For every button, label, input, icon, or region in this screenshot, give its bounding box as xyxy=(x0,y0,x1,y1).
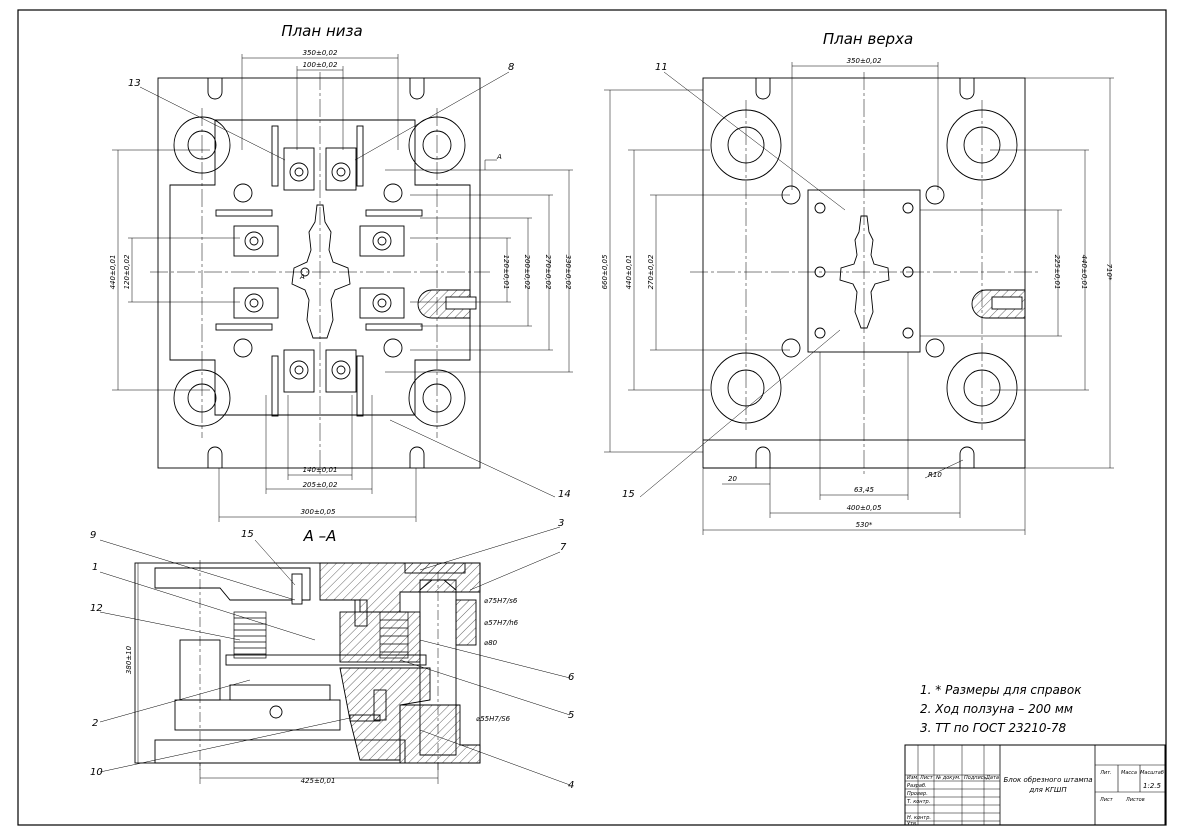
dim-top-440-right: 440±0,01 xyxy=(1080,255,1088,290)
section-aa-title: А –А xyxy=(303,527,337,545)
title-scale: 1:2.5 xyxy=(1143,782,1161,790)
callout-6: 6 xyxy=(568,672,574,683)
dim-top-270: 270±0,02 xyxy=(647,254,655,289)
callout-4: 4 xyxy=(568,780,574,791)
rev-header-list: Лист xyxy=(919,775,934,781)
callout-1: 1 xyxy=(92,562,98,573)
title-block xyxy=(904,744,1166,826)
dim-530: 530* xyxy=(856,521,873,529)
callout-15-top: 15 xyxy=(622,489,635,500)
title-name-line1: Блок обрезного штампа xyxy=(1003,776,1092,784)
rev-header-izm: Изм. xyxy=(907,775,919,781)
bottom-plan-title: План низа xyxy=(281,22,362,40)
dim-d75: ⌀75H7/s6 xyxy=(484,597,518,605)
dim-140: 140±0,01 xyxy=(303,466,338,474)
dim-225: 225±0,01 xyxy=(1053,255,1061,290)
rev-header-date: Дата xyxy=(985,775,999,781)
dim-440-left: 440±0,01 xyxy=(109,255,117,290)
role-approved: Утв. xyxy=(907,821,918,827)
callout-3: 3 xyxy=(558,518,564,529)
dim-330-right: 330±0,02 xyxy=(564,255,572,290)
dim-120-left: 120±0,02 xyxy=(123,254,131,289)
callout-13: 13 xyxy=(128,78,141,89)
dim-400: 400±0,05 xyxy=(847,504,882,512)
title-col-scale: Масштаб xyxy=(1140,770,1164,776)
dim-270-right: 270±0,02 xyxy=(544,255,552,290)
callout-12: 12 xyxy=(90,603,103,614)
rev-header-doc: № докум. xyxy=(935,775,961,781)
dim-d55: ⌀55H7/S6 xyxy=(476,715,511,723)
role-developer: Разраб. xyxy=(907,783,927,789)
cut-mark-a-top: А xyxy=(496,153,502,161)
role-tech-control: Т. контр. xyxy=(907,799,930,805)
callout-10: 10 xyxy=(90,767,103,778)
top-plan-dimension-lines xyxy=(604,62,1114,535)
rev-header-sign: Подпись xyxy=(964,775,987,781)
callout-2: 2 xyxy=(92,718,98,729)
top-plan-view xyxy=(690,72,1040,475)
dim-d80: ⌀80 xyxy=(484,639,498,647)
section-aa-view xyxy=(134,560,481,784)
callout-8: 8 xyxy=(508,62,514,73)
dim-350: 350±0,02 xyxy=(303,49,338,57)
dim-205: 205±0,02 xyxy=(303,481,338,489)
role-checker: Провер. xyxy=(907,791,928,797)
note-1: 1. * Размеры для справок xyxy=(920,683,1082,697)
dim-380: 380±10 xyxy=(125,645,133,674)
sheet-frame xyxy=(17,9,1167,826)
dim-20: 20 xyxy=(728,475,737,483)
callout-15-section: 15 xyxy=(241,529,254,540)
note-2: 2. Ход ползуна – 200 мм xyxy=(920,702,1073,716)
title-sheets: Листов xyxy=(1125,797,1145,803)
callout-leaders xyxy=(99,71,846,786)
callout-9: 9 xyxy=(90,530,96,541)
dim-710: 710* xyxy=(1105,264,1113,281)
top-plan-title: План верха xyxy=(823,30,913,48)
bottom-plan-dimension-lines xyxy=(112,54,573,522)
title-col-mass: Масса xyxy=(1121,770,1137,776)
bottom-plan-view xyxy=(150,72,490,475)
callout-11: 11 xyxy=(655,62,668,73)
callout-14: 14 xyxy=(558,489,571,500)
dim-660: 660±0,05 xyxy=(601,254,609,289)
note-3: 3. ТТ по ГОСТ 23210-78 xyxy=(920,721,1067,735)
callout-7: 7 xyxy=(560,542,567,553)
dim-200-right: 200±0,02 xyxy=(523,255,531,290)
callout-5: 5 xyxy=(568,710,574,721)
dim-r10: R10 xyxy=(928,471,942,479)
dim-d57: ⌀57H7/h6 xyxy=(484,619,519,627)
dim-top-440-left: 440±0,01 xyxy=(625,255,633,290)
role-norm-control: Н. контр. xyxy=(907,815,931,821)
dim-top-350: 350±0,02 xyxy=(847,57,882,65)
title-col-lit: Лит. xyxy=(1099,770,1112,776)
cut-mark-a-center: А xyxy=(299,273,305,281)
dim-120-right: 120±0,01 xyxy=(502,255,510,290)
dim-100: 100±0,02 xyxy=(303,61,338,69)
title-name-line2: для КГШП xyxy=(1028,786,1067,794)
title-sheet: Лист xyxy=(1099,797,1114,803)
dim-425: 425±0,01 xyxy=(301,777,336,785)
dim-300: 300±0,05 xyxy=(301,508,336,516)
dim-63-45: 63,45 xyxy=(854,486,875,494)
